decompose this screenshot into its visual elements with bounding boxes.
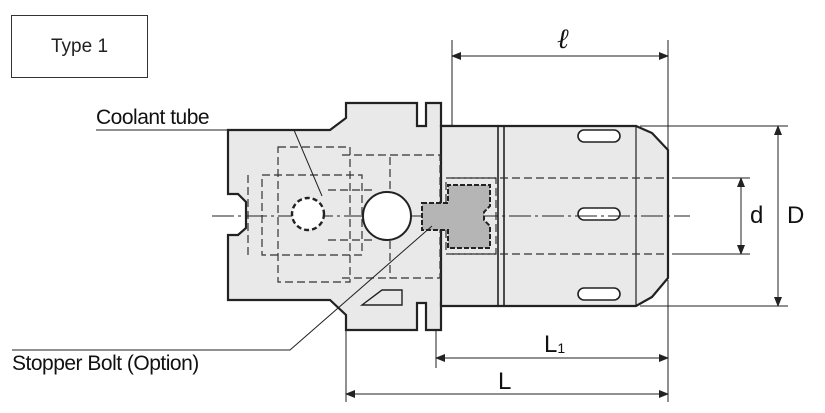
slot-top (577, 129, 621, 143)
cross-hole (362, 191, 412, 241)
dim-d-label: d (750, 202, 764, 229)
type-label-box: Type 1 (11, 15, 148, 78)
stopper-bolt-shape (421, 184, 491, 249)
coolant-tube-shape (290, 196, 326, 232)
stopper-bolt-label: Stopper Bolt (Option) (12, 352, 199, 375)
dim-D-label: D (787, 202, 805, 229)
dim-L1-main: L (544, 331, 558, 358)
type-label: Type 1 (50, 35, 109, 57)
slot-bottom (577, 287, 621, 301)
slot-middle (577, 207, 621, 221)
stopper-bolt-leader (12, 225, 433, 351)
flange-notch (359, 289, 403, 306)
dim-L1-sub: 1 (557, 340, 566, 356)
dim-L-label: L (498, 368, 512, 395)
dim-L1-label: L1 (544, 331, 565, 359)
coolant-tube-label: Coolant tube (96, 106, 210, 129)
dim-ell-label: ℓ (557, 24, 569, 55)
coolant-tube-leader (96, 129, 323, 197)
